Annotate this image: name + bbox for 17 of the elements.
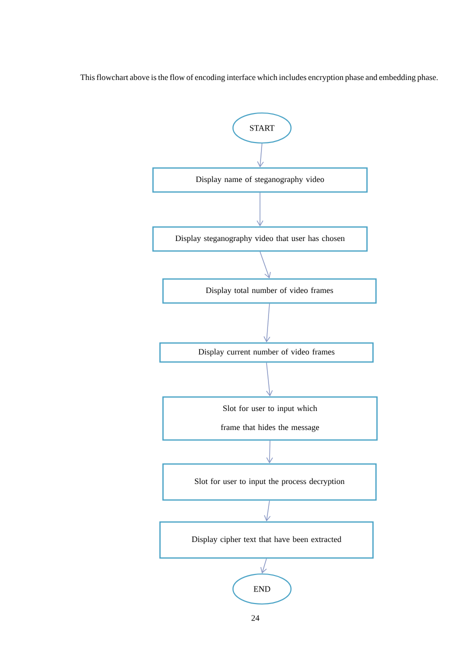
process-box: Display steganography video that user has chosen [152,226,368,252]
arrow [260,558,267,574]
process-box: Slot for user to input which frame that hides the message [162,396,378,441]
process-box: Display name of steganography video [152,167,368,193]
process-box: Display current number of video frames [159,342,374,363]
process-box: Display total number of video frames [162,278,377,304]
arrow [260,251,271,278]
arrow [264,303,270,342]
paragraph: This flowchart above is the flow of encoding interface which includes encryption phase and embedding phase. [80,74,438,82]
arrow [266,362,273,396]
arrow [264,500,271,522]
page-number: 24 [252,615,260,621]
process-box: Display cipher text that have been extracted [159,521,374,559]
arrow [257,143,264,168]
arrow [256,192,264,226]
arrow [266,440,273,464]
process-box: Slot for user to input the process decryption [162,463,377,501]
